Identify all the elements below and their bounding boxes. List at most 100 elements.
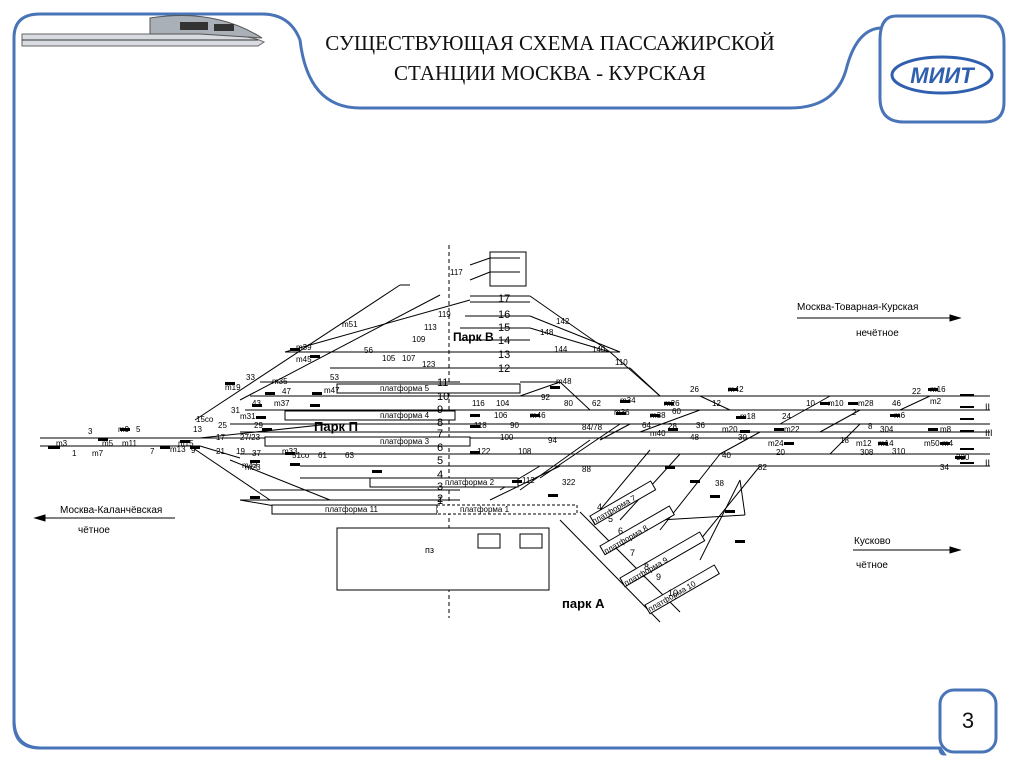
diagram-label: 25 bbox=[218, 421, 227, 430]
diagram-label: m6 bbox=[894, 411, 906, 420]
page-number-box bbox=[938, 688, 998, 754]
platform-5-box bbox=[336, 383, 521, 394]
diagram-shape bbox=[225, 382, 235, 385]
diagram-label: платформа 1 bbox=[460, 505, 510, 514]
diagram-label: 33 bbox=[246, 373, 255, 382]
diagram-shape bbox=[829, 423, 861, 455]
diagram-shape bbox=[784, 442, 794, 445]
diagram-label: 9 bbox=[656, 572, 661, 582]
diagram-shape bbox=[650, 414, 660, 417]
diagram-label: 6 bbox=[618, 526, 623, 536]
direction-kuskovo-sub: чётное bbox=[856, 560, 888, 571]
diagram-label: 94 bbox=[548, 436, 557, 445]
diagram-label: 117 bbox=[450, 268, 463, 277]
building-label: пз bbox=[425, 545, 434, 555]
diagram-shape bbox=[239, 499, 276, 507]
diagram-label: платформа 11 bbox=[325, 505, 378, 514]
diagram-shape bbox=[33, 514, 46, 522]
diagram-shape bbox=[559, 519, 661, 623]
diagram-label: 3 bbox=[437, 481, 443, 493]
diagram-shape bbox=[599, 423, 631, 441]
diagram-shape bbox=[665, 466, 675, 469]
diagram-label: 17 bbox=[498, 293, 510, 305]
park-a-label: парк А bbox=[562, 596, 605, 611]
diagram-shape bbox=[290, 348, 300, 351]
diagram-label: 12 bbox=[498, 363, 510, 375]
diagram-shape bbox=[890, 414, 900, 417]
diagram-shape bbox=[955, 456, 965, 459]
diagram-shape bbox=[519, 381, 561, 397]
diagram-shape bbox=[949, 314, 962, 322]
diagram-shape bbox=[470, 451, 480, 454]
diagram-shape bbox=[664, 402, 674, 405]
platforms bbox=[264, 383, 720, 615]
diagram-label: 18 bbox=[840, 436, 849, 445]
diagram-label: 92 bbox=[541, 393, 550, 402]
diagram-label: m16 bbox=[930, 385, 946, 394]
diagram-label: m24 bbox=[768, 439, 784, 448]
diagram-label: 16 bbox=[498, 309, 510, 321]
diagram-label: 43 bbox=[252, 399, 261, 408]
diagram-label: m9 bbox=[118, 425, 130, 434]
diagram-label: 51co bbox=[292, 451, 310, 460]
diagram-label: 2 bbox=[437, 493, 443, 505]
diagram-shape bbox=[550, 386, 560, 389]
diagram-shape bbox=[190, 446, 200, 449]
diagram-label: 122 bbox=[477, 447, 491, 456]
diagram-label: 19 bbox=[236, 447, 245, 456]
diagram-shape bbox=[890, 55, 994, 95]
diagram-label: 5 bbox=[608, 514, 613, 524]
diagram-label: 7 bbox=[437, 428, 443, 440]
diagram-label: m8 bbox=[940, 425, 952, 434]
diagram-label: 34 bbox=[940, 463, 949, 472]
platform-3-box bbox=[264, 436, 471, 447]
diagram-label: m23 bbox=[245, 463, 261, 472]
diagram-label: 119 bbox=[438, 310, 451, 319]
diagram-shape bbox=[616, 412, 626, 415]
diagram-shape bbox=[529, 327, 611, 353]
diagram-label: 5 bbox=[136, 425, 141, 434]
diagram-label: 12 bbox=[712, 399, 721, 408]
diagram-label: 107 bbox=[402, 354, 416, 363]
diagram-shape bbox=[668, 428, 678, 431]
diagram-label: 106 bbox=[494, 411, 508, 420]
direction-kuskovo: Кусково bbox=[854, 536, 891, 547]
diagram-shape bbox=[180, 440, 190, 443]
diagram-label: 27/23 bbox=[240, 433, 261, 442]
diagram-label: платформа 3 bbox=[380, 437, 430, 446]
diagram-shape bbox=[250, 496, 260, 499]
diagram-shape bbox=[477, 533, 501, 549]
diagram-shape bbox=[530, 414, 540, 417]
diagram-shape bbox=[160, 446, 170, 449]
park-p-label: Парк П bbox=[314, 419, 358, 434]
diagram-label: 110 bbox=[615, 358, 628, 367]
diagram-label: платформа 5 bbox=[380, 384, 430, 393]
diagram-shape bbox=[310, 355, 320, 358]
diagram-shape bbox=[256, 416, 266, 419]
diagram-label: 1 bbox=[72, 449, 77, 458]
diagram-label: 48 bbox=[690, 433, 699, 442]
platform-10-box bbox=[644, 564, 720, 615]
diagram-label: 11 bbox=[437, 377, 448, 389]
building-pz bbox=[336, 527, 550, 591]
diagram-label: 37 bbox=[252, 449, 261, 458]
diagram-shape bbox=[265, 392, 275, 395]
diagram-label: II bbox=[985, 458, 990, 468]
diagram-label: 320 bbox=[956, 453, 970, 462]
diagram-shape bbox=[489, 251, 527, 287]
diagram-label: m33 bbox=[282, 447, 298, 456]
diagram-shape bbox=[960, 448, 974, 450]
title-line-2: СТАНЦИИ МОСКВА - КУРСКАЯ bbox=[394, 61, 706, 85]
diagram-label: m39 bbox=[296, 343, 312, 352]
platform-2-box bbox=[369, 477, 519, 488]
diagram-shape bbox=[699, 465, 761, 541]
diagram-shape bbox=[512, 480, 522, 483]
diagram-shape bbox=[519, 439, 591, 491]
diagram-label: 30 bbox=[738, 433, 747, 442]
diagram-label: III bbox=[985, 428, 993, 438]
diagram-label: 7 bbox=[630, 548, 635, 558]
diagram-label: 62 bbox=[592, 399, 601, 408]
diagram-label: m7 bbox=[92, 449, 104, 458]
diagram-label: 13 bbox=[193, 425, 202, 434]
